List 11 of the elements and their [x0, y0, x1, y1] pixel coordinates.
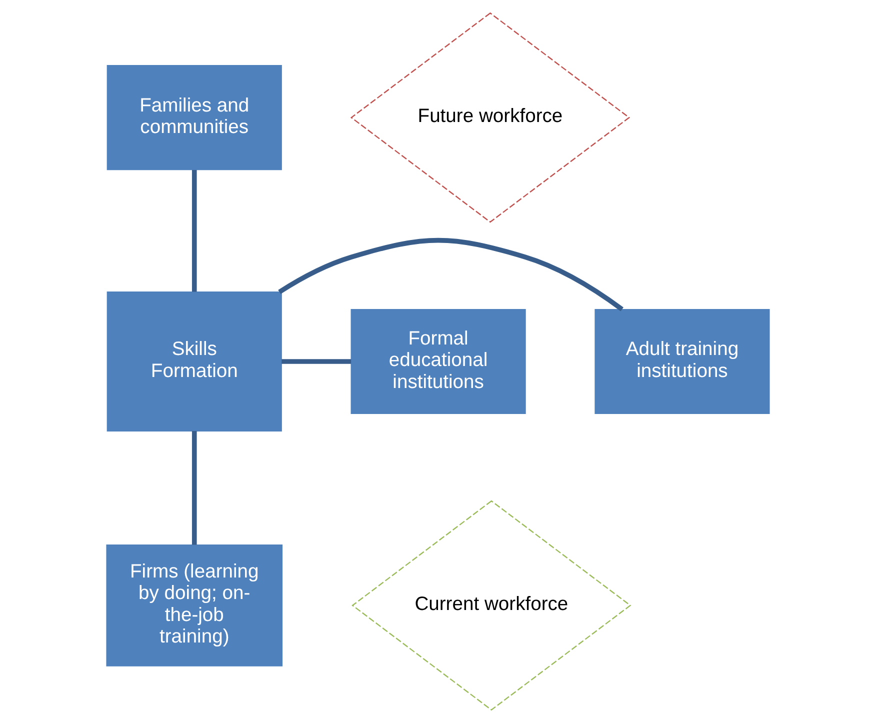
connector	[191, 170, 196, 292]
node-box: Formal educational institutions	[350, 308, 526, 414]
node-box: Firms (learning by doing; on-the-job training)	[106, 544, 282, 666]
node-box: Skills Formation	[106, 291, 282, 432]
connector	[281, 359, 351, 364]
node-diamond: Future workforce	[350, 12, 630, 223]
node-box: Families and communities	[106, 65, 282, 170]
node-box: Adult training institutions	[594, 308, 770, 414]
connector	[278, 238, 623, 312]
node-diamond: Current workforce	[351, 500, 631, 711]
connector	[191, 430, 196, 545]
